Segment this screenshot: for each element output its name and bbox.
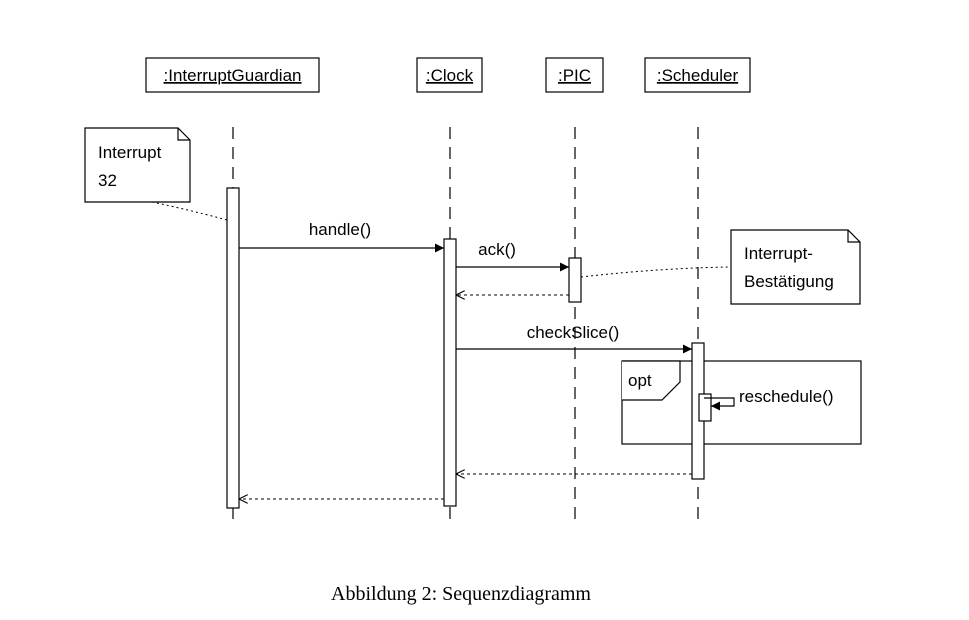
message-checkslice-label: checkSlice() <box>527 323 620 342</box>
message-reschedule-label: reschedule() <box>739 387 834 406</box>
message-reschedule: reschedule() <box>704 387 834 411</box>
note-interrupt-body <box>84 127 191 203</box>
lifeline-pic: :PIC <box>545 57 604 525</box>
activation-guardian <box>226 187 240 509</box>
activation-clock <box>443 238 457 507</box>
note-interrupt-fold <box>177 128 190 141</box>
note-ack: Interrupt- Bestätigung <box>580 229 861 305</box>
lifeline-box-scheduler <box>644 57 751 93</box>
note-interrupt: Interrupt 32 <box>84 127 228 221</box>
note-ack-connector <box>580 266 732 278</box>
figure-caption: Abbildung 2: Sequenzdiagramm <box>331 583 591 605</box>
activation-pic <box>568 257 582 303</box>
lifeline-box-clock <box>416 57 483 93</box>
opt-fragment: opt <box>621 360 862 445</box>
note-interrupt-line1: Interrupt <box>98 143 162 162</box>
message-handle: handle() <box>239 220 444 253</box>
lifeline-label-guardian: :InterruptGuardian <box>164 66 302 85</box>
opt-fragment-label: opt <box>628 371 652 390</box>
note-ack-body <box>730 229 861 305</box>
lifeline-label-scheduler: :Scheduler <box>657 66 739 85</box>
lifeline-label-clock: :Clock <box>426 66 474 85</box>
message-checkslice: checkSlice() <box>456 323 692 354</box>
lifeline-guardian: :InterruptGuardian <box>145 57 320 525</box>
message-ack-label: ack() <box>478 240 516 259</box>
note-ack-fold <box>847 230 860 243</box>
note-ack-line1: Interrupt- <box>744 244 813 263</box>
message-handle-label: handle() <box>309 220 371 239</box>
note-ack-line2: Bestätigung <box>744 272 834 291</box>
note-interrupt-connector <box>151 201 228 221</box>
note-interrupt-line2: 32 <box>98 171 117 190</box>
lifeline-label-pic: :PIC <box>558 66 591 85</box>
opt-fragment-pentagon <box>622 360 681 401</box>
lifeline-box-pic <box>545 57 604 93</box>
lifeline-box-guardian <box>145 57 320 93</box>
message-reschedule-arrow <box>704 397 735 411</box>
message-ack: ack() <box>456 240 569 272</box>
